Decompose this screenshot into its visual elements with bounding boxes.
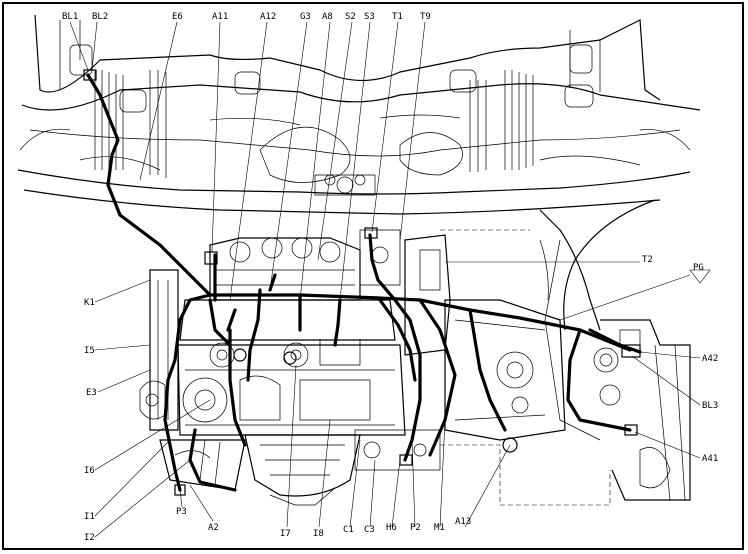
harness-connectors <box>83 69 641 496</box>
label-i5: I5 <box>84 346 95 356</box>
label-a41: A41 <box>702 454 718 464</box>
label-p3: P3 <box>176 507 187 517</box>
bulkhead-structure <box>17 14 701 215</box>
label-a2: A2 <box>208 523 219 533</box>
label-s3: S3 <box>364 12 375 22</box>
label-k1: K1 <box>84 298 95 308</box>
label-a11: A11 <box>212 12 228 22</box>
label-a12: A12 <box>260 12 276 22</box>
label-p2: P2 <box>410 523 421 533</box>
label-c3: C3 <box>364 525 375 535</box>
leader-lines <box>69 21 711 538</box>
label-e6: E6 <box>172 12 183 22</box>
label-i6: I6 <box>84 466 95 476</box>
label-pg: PG <box>693 263 704 273</box>
label-t9: T9 <box>420 12 431 22</box>
label-t1: T1 <box>392 12 403 22</box>
label-a42: A42 <box>702 354 718 364</box>
label-t2: T2 <box>642 255 653 265</box>
label-a8: A8 <box>322 12 333 22</box>
label-e3: E3 <box>86 388 97 398</box>
label-i8: I8 <box>313 529 324 539</box>
label-bl3: BL3 <box>702 401 718 411</box>
label-a13: A13 <box>455 517 471 527</box>
label-bl1: BL1 <box>62 12 78 22</box>
label-m1: M1 <box>434 523 445 533</box>
label-bl2: BL2 <box>92 12 108 22</box>
label-i2: I2 <box>84 533 95 543</box>
label-i1: I1 <box>84 512 95 522</box>
wiring-harness <box>86 73 642 492</box>
label-h6: H6 <box>386 523 397 533</box>
callout-labels: BL1 BL2 E6 A11 A12 G3 A8 S2 S3 T1 T9 K1 … <box>62 12 718 543</box>
label-g3: G3 <box>300 12 311 22</box>
label-i7: I7 <box>280 529 291 539</box>
label-c1: C1 <box>343 525 354 535</box>
right-side-structure <box>539 199 691 501</box>
transmission <box>354 229 566 471</box>
label-s2: S2 <box>345 12 356 22</box>
dashed-outlines <box>440 229 611 506</box>
